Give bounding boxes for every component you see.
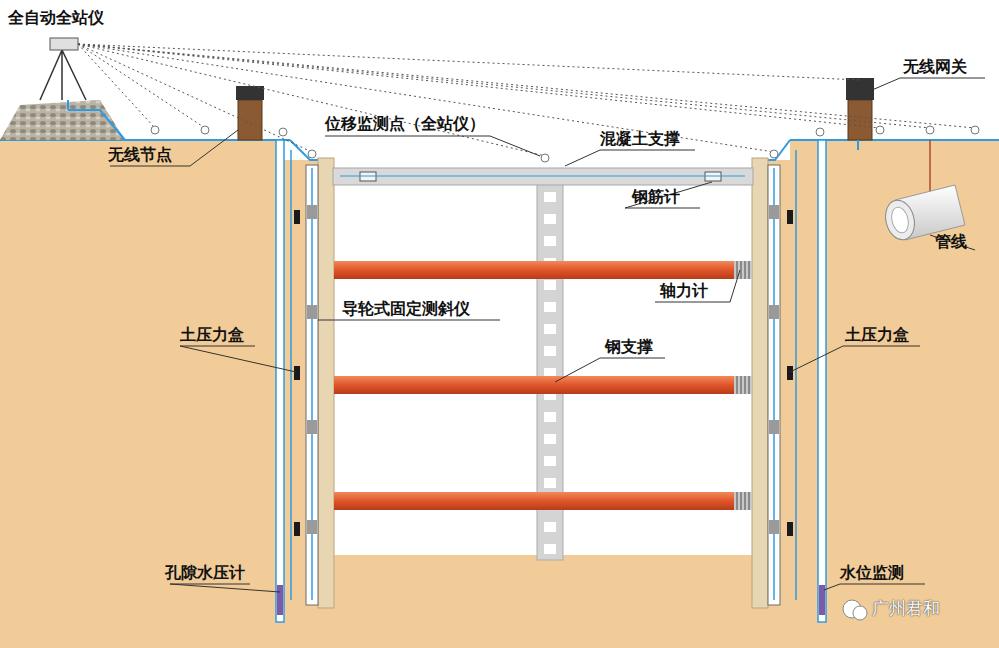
inclinometer-tube xyxy=(768,165,780,605)
concrete-strut xyxy=(333,168,753,185)
steel-strut xyxy=(334,261,734,279)
device-label: 土压力盒 xyxy=(845,325,909,344)
device-label: 无线节点 xyxy=(108,145,172,164)
device-label: 导轮式固定测斜仪 xyxy=(342,299,470,318)
retaining-wall xyxy=(318,158,334,608)
inclinometer-tube xyxy=(306,165,318,605)
water-level-tube xyxy=(818,140,826,622)
device-label: 轴力计 xyxy=(660,281,708,300)
wireless-gateway xyxy=(848,100,872,140)
total-station xyxy=(50,38,78,50)
retaining-wall xyxy=(752,158,768,608)
part-label: 钢支撑 xyxy=(605,337,653,356)
steel-strut xyxy=(334,376,734,394)
piezometer-tube xyxy=(276,140,284,622)
device-label: 全自动全站仪 xyxy=(8,8,104,27)
soil xyxy=(0,140,999,648)
watermark: 广州君和 xyxy=(872,598,940,618)
part-label: 混凝土支撑 xyxy=(600,129,680,148)
part-label: 管线 xyxy=(935,232,967,251)
steel-strut xyxy=(334,492,734,510)
device-label: 孔隙水压计 xyxy=(165,563,245,582)
device-label: 钢筋计 xyxy=(632,187,680,206)
device-label: 位移监测点（全站仪） xyxy=(325,114,485,133)
device-label: 水位监测 xyxy=(840,563,904,582)
device-label: 土压力盒 xyxy=(180,325,244,344)
device-label: 无线网关 xyxy=(903,57,967,76)
gravel-pile xyxy=(0,100,125,140)
